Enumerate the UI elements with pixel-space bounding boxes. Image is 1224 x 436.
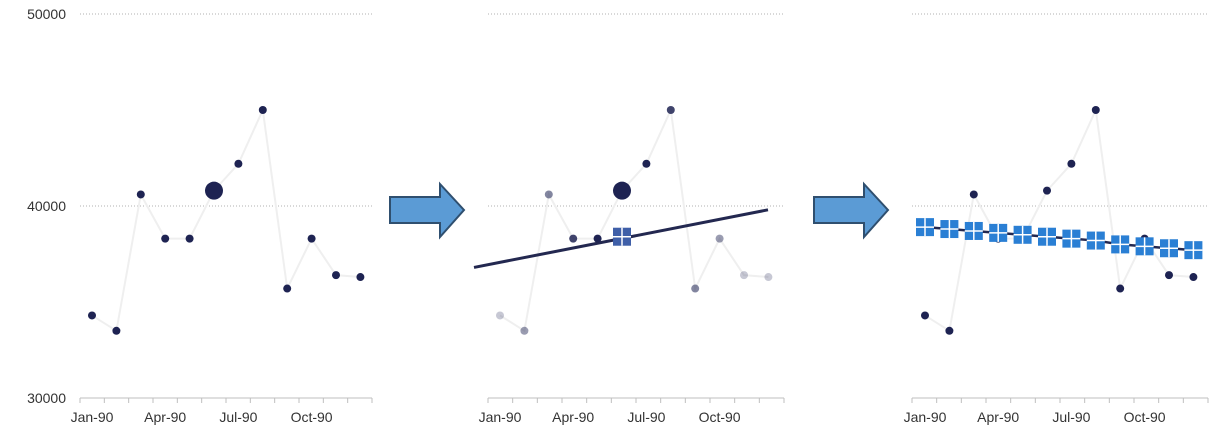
data-point	[307, 234, 316, 243]
data-point	[234, 159, 243, 168]
x-tick-label: Apr-90	[977, 409, 1019, 425]
data-point	[593, 234, 602, 243]
data-point	[1116, 284, 1125, 293]
data-point	[642, 159, 651, 168]
data-point	[496, 311, 504, 320]
data-point	[1189, 273, 1198, 282]
x-tick-label: Oct-90	[1124, 409, 1166, 425]
data-point	[691, 284, 700, 293]
data-point	[332, 271, 340, 280]
x-tick-label: Apr-90	[552, 409, 594, 425]
panel-fitted-values: Jan-90 Apr-90 Jul-90 Oct-90	[904, 13, 1209, 425]
data-point	[161, 234, 170, 243]
data-point	[356, 273, 365, 282]
panel-trend-fit: Jan-90 Apr-90 Jul-90 Oct-90	[473, 13, 785, 425]
data-point	[88, 311, 96, 320]
series-line	[924, 106, 1194, 333]
highlight-point	[205, 181, 223, 200]
x-tick-label: Jan-90	[479, 409, 522, 425]
data-point	[1067, 159, 1076, 168]
data-point	[283, 284, 292, 293]
series-line	[91, 106, 361, 333]
data-point	[945, 326, 954, 335]
data-point	[969, 190, 978, 199]
data-point	[764, 273, 773, 282]
data-point	[569, 234, 578, 243]
y-tick-label: 50000	[27, 6, 66, 22]
data-point	[1165, 271, 1173, 280]
x-tick-label: Jul-90	[1052, 409, 1090, 425]
data-point	[1043, 186, 1051, 195]
x-tick-label: Jul-90	[219, 409, 257, 425]
x-tick-label: Apr-90	[144, 409, 186, 425]
data-point	[715, 234, 724, 243]
x-tick-label: Oct-90	[699, 409, 741, 425]
data-point	[112, 326, 121, 335]
x-tick-label: Oct-90	[291, 409, 333, 425]
data-point	[136, 190, 145, 199]
data-point	[258, 106, 267, 114]
data-point	[544, 190, 553, 199]
y-tick-label: 40000	[27, 198, 66, 214]
data-point	[1091, 106, 1100, 114]
x-tick-label: Jul-90	[627, 409, 665, 425]
series-line	[499, 106, 769, 333]
data-point	[740, 271, 748, 280]
data-point	[666, 106, 675, 114]
data-point	[921, 311, 929, 320]
arrow-icon-2	[813, 181, 890, 240]
data-point	[520, 326, 529, 335]
arrow-icon-1	[389, 181, 466, 240]
x-tick-label: Jan-90	[904, 409, 947, 425]
y-tick-label: 30000	[27, 390, 66, 406]
data-point	[185, 234, 194, 243]
x-tick-label: Jan-90	[71, 409, 114, 425]
highlight-point	[613, 181, 631, 200]
